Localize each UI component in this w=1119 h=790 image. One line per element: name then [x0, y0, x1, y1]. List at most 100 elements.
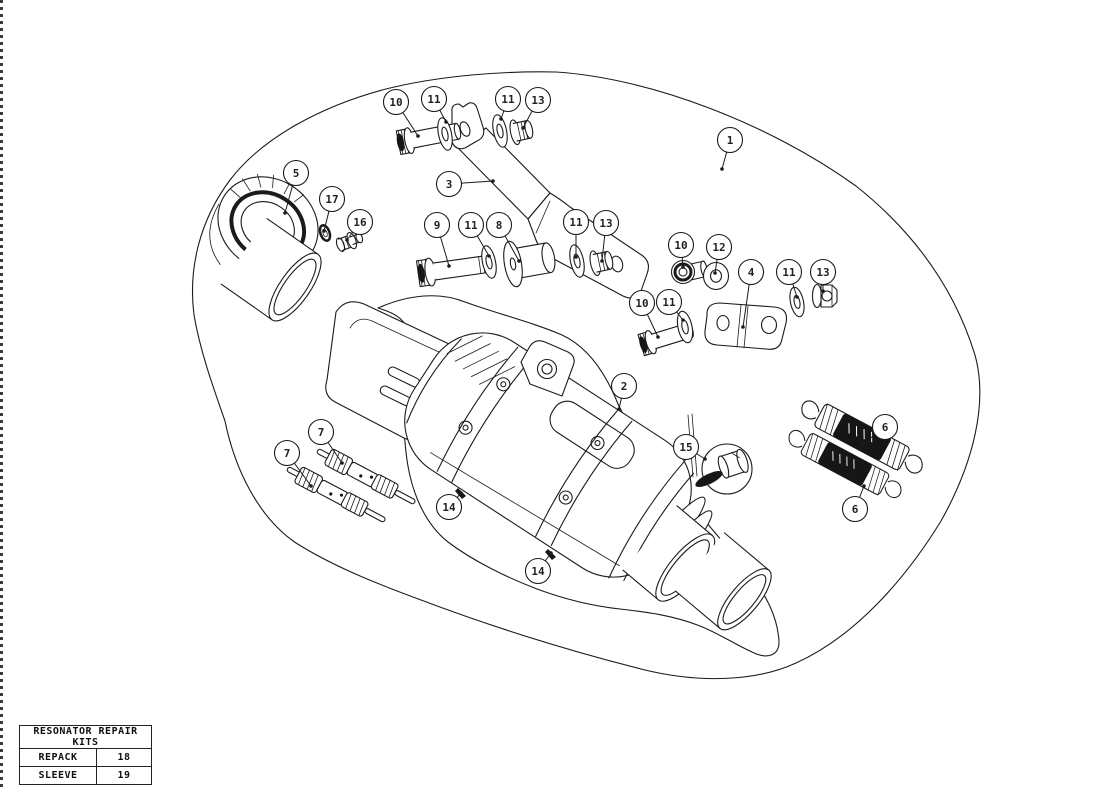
balloon-circle: [655, 288, 683, 316]
callout-15: 15: [672, 433, 707, 461]
leader-dot: [521, 126, 525, 130]
balloon-number: 11: [427, 93, 441, 106]
balloon-circle: [423, 211, 451, 239]
callout-13: 13: [521, 86, 552, 130]
muffler-mount-ear: [520, 340, 575, 397]
end-cap-tube: [220, 218, 322, 322]
balloon-number: 11: [569, 216, 583, 229]
end-cap: [209, 173, 322, 322]
leader-dot: [459, 491, 463, 495]
callout-11: 11: [494, 85, 522, 121]
balloon-circle: [318, 185, 346, 213]
leader-dot: [720, 167, 724, 171]
balloon-number: 13: [816, 266, 829, 279]
leader-dot: [447, 264, 451, 268]
system-outline: [191, 71, 981, 680]
bolt-10-head-view: [670, 259, 708, 285]
callout-17: 17: [318, 185, 346, 233]
balloon-number: 11: [662, 296, 676, 309]
leader-dot: [617, 407, 621, 411]
balloon-number: 1: [727, 134, 734, 147]
callout-9: 9: [423, 211, 451, 268]
leader-dot: [322, 229, 326, 233]
table-row: SLEEVE 19: [19, 766, 152, 785]
balloon-number: 17: [325, 193, 338, 206]
balloon-number: 15: [679, 441, 692, 454]
balloon-number: 2: [621, 380, 628, 393]
balloon-circle: [282, 159, 310, 187]
balloon-number: 10: [674, 239, 687, 252]
tension-spring-6: [801, 400, 923, 474]
leader-dot: [340, 461, 344, 465]
balloon-circle: [382, 88, 410, 116]
washer-11: [437, 117, 453, 151]
band-screws: [458, 377, 605, 505]
resonator-repair-kits-table: RESONATOR REPAIR KITS REPACK 18 SLEEVE 1…: [19, 725, 152, 785]
leader-dot: [345, 238, 349, 242]
balloon-number: 14: [531, 565, 545, 578]
muffler-assembly-outline: [377, 295, 780, 657]
callout-11: 11: [775, 258, 803, 299]
leader-dot: [499, 117, 503, 121]
balloon-number: 7: [284, 447, 291, 460]
leader-dot: [517, 259, 521, 263]
leader-dot: [681, 318, 685, 322]
balloon-circle: [610, 372, 638, 400]
balloon-number: 14: [442, 501, 456, 514]
leader-dot: [656, 335, 660, 339]
flange-nut-13: [509, 119, 534, 146]
kit-label: SLEEVE: [19, 766, 97, 785]
callout-6: 6: [841, 484, 869, 523]
balloon-circle: [524, 86, 552, 114]
balloon-circle: [524, 557, 552, 585]
washer-11: [789, 286, 805, 318]
balloon-number: 7: [318, 426, 325, 439]
leader-dot: [795, 295, 799, 299]
balloon-circle: [737, 258, 765, 286]
balloon-circle: [775, 258, 803, 286]
leader-dot: [416, 134, 420, 138]
balloon-circle: [667, 231, 695, 259]
balloon-number: 12: [712, 241, 725, 254]
balloon-circle: [841, 495, 869, 523]
leader-dot: [549, 551, 553, 555]
leader-dot: [862, 484, 866, 488]
callout-3: 3: [435, 170, 495, 198]
leader-dot: [703, 457, 707, 461]
leader-dot: [600, 259, 604, 263]
callout-13: 13: [809, 258, 837, 293]
balloon-circle: [672, 433, 700, 461]
balloon-circle: [457, 211, 485, 239]
leader-dot: [283, 211, 287, 215]
leader-dot: [487, 254, 491, 258]
spacer-8: [503, 240, 556, 288]
balloon-circle: [435, 493, 463, 521]
flange-nut-13-face: [811, 283, 838, 309]
washer-11: [481, 245, 497, 279]
bolt-9: [415, 254, 494, 288]
bracket-strap-3: [451, 102, 649, 299]
balloon-number: 8: [496, 219, 503, 232]
balloon-number: 10: [635, 297, 648, 310]
leader-dot: [681, 265, 685, 269]
callout-2: 2: [610, 372, 638, 411]
callout-6: 6: [861, 413, 899, 446]
balloon-number: 3: [446, 178, 453, 191]
balloon-number: 6: [882, 421, 889, 434]
balloon-circle: [346, 208, 374, 236]
balloon-number: 13: [531, 94, 544, 107]
balloon-circle: [494, 85, 522, 113]
callout-7: 7: [307, 418, 344, 465]
balloon-number: 10: [389, 96, 402, 109]
perforated-page-edge: [0, 0, 3, 790]
spring-puller-7: [316, 448, 416, 505]
washer-11: [492, 114, 508, 148]
leader-dot: [713, 271, 717, 275]
callout-14: 14: [524, 551, 553, 585]
ring-12: [702, 261, 730, 291]
callout-12: 12: [705, 233, 733, 275]
balloon-circle: [307, 418, 335, 446]
callout-1: 1: [716, 126, 744, 171]
